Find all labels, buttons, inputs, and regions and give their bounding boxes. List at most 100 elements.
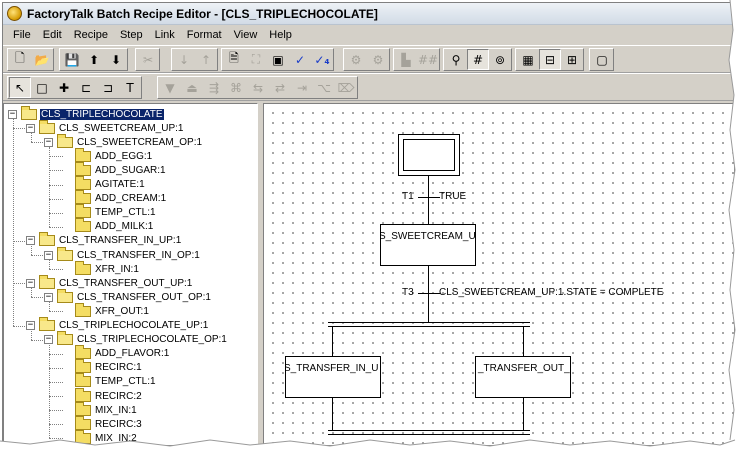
tree-item[interactable]: −CLS_TRIPLECHOCOLATE <box>8 105 164 121</box>
insert-loop-icon[interactable]: ⇆ <box>252 80 264 95</box>
arrow-down-icon[interactable]: ↓ <box>178 52 190 67</box>
tree-item[interactable]: AGITATE:1 <box>62 176 146 192</box>
tree-item-label: XFR_IN:1 <box>95 263 139 275</box>
menu-link[interactable]: Link <box>154 29 175 41</box>
insert-toolbar-group: ▼ ⏏ ⇶ ⌘ ⇆ ⇄ ⇥ ⌥ ⌦ <box>157 76 358 99</box>
tree-item[interactable]: ADD_FLAVOR:1 <box>62 345 170 361</box>
step-transfer-out-label: _TRANSFER_OUT_ <box>478 363 570 374</box>
tree-item[interactable]: −CLS_TRANSFER_IN_UP:1 <box>26 232 182 248</box>
collapse-toggle-icon[interactable]: − <box>26 122 35 133</box>
table-icon[interactable]: ▦ <box>522 52 534 67</box>
tree-item[interactable]: −CLS_TRANSFER_OUT_UP:1 <box>26 274 193 290</box>
tree-item[interactable]: RECIRC:2 <box>62 387 143 403</box>
step-transfer-in[interactable]: S_TRANSFER_IN_U <box>285 356 381 398</box>
step-icon[interactable]: ▙ <box>401 52 411 67</box>
step-transfer-out[interactable]: _TRANSFER_OUT_ <box>475 356 571 398</box>
hierarchy-icon[interactable]: ⛶ <box>251 52 261 66</box>
menu-help[interactable]: Help <box>269 29 292 41</box>
tree-item[interactable]: ADD_MILK:1 <box>62 218 154 234</box>
branch-tool-icon[interactable]: ⊐ <box>102 80 114 95</box>
collapse-toggle-icon[interactable]: − <box>26 320 35 330</box>
save-icon[interactable]: 💾 <box>64 52 80 67</box>
server-toolbar-group: ⚙ ⚙ <box>343 48 390 71</box>
menu-file[interactable]: File <box>13 29 31 41</box>
gear-settings-icon[interactable]: ⚙ <box>372 52 384 67</box>
pointer-icon[interactable]: ↖ <box>9 77 31 98</box>
transition-tool-icon[interactable]: ✚ <box>58 80 70 95</box>
transition-t1-bar[interactable] <box>418 197 440 198</box>
tree-item[interactable]: −CLS_SWEETCREAM_OP:1 <box>44 133 203 149</box>
tree-item[interactable]: RECIRC:1 <box>62 359 143 375</box>
tree-spacer <box>62 180 71 189</box>
tree-item[interactable]: RECIRC:3 <box>62 415 143 431</box>
collapse-toggle-icon[interactable]: − <box>44 136 53 147</box>
insert-jump-icon[interactable]: ⇄ <box>274 80 286 95</box>
tree-item[interactable]: ADD_CREAM:1 <box>62 190 167 206</box>
insert-parallel-icon[interactable]: ⇶ <box>208 80 220 95</box>
folder-icon <box>75 387 91 402</box>
insert-after-icon[interactable]: ⏏ <box>186 80 198 95</box>
tree-item[interactable]: MIX_IN:2 <box>62 429 138 445</box>
gear-icon[interactable]: ⚙ <box>350 52 362 67</box>
tree-item[interactable]: ADD_SUGAR:1 <box>62 161 167 177</box>
new-icon[interactable]: 🗋 <box>15 51 25 65</box>
hash-icon[interactable]: ## <box>417 52 439 67</box>
step-tool-icon[interactable]: □ <box>36 80 48 95</box>
collapse-toggle-icon[interactable]: − <box>44 249 53 260</box>
cut-icon[interactable]: ✂ <box>142 52 154 67</box>
transition-t3-bar[interactable] <box>418 293 440 294</box>
magnify-icon[interactable]: ⚲ <box>451 52 461 67</box>
menu-format[interactable]: Format <box>186 29 222 41</box>
menu-recipe[interactable]: Recipe <box>73 29 108 41</box>
tree-item[interactable]: −CLS_TRIPLECHOCOLATE_UP:1 <box>26 317 209 333</box>
tree-item[interactable]: TEMP_CTL:1 <box>62 373 157 389</box>
tree-connector <box>49 184 63 186</box>
tree-item[interactable]: MIX_IN:1 <box>62 401 138 417</box>
link-tool-icon[interactable]: ⊏ <box>80 80 92 95</box>
step-transfer-in-label: S_TRANSFER_IN_U <box>285 363 379 374</box>
import-icon[interactable]: ⬇ <box>110 52 122 67</box>
recipe-tree[interactable]: −CLS_TRIPLECHOCOLATE−CLS_SWEETCREAM_UP:1… <box>3 103 258 445</box>
tree-item-label: TEMP_CTL:1 <box>95 207 156 219</box>
window-icon[interactable]: ▢ <box>596 52 608 67</box>
collapse-toggle-icon[interactable]: − <box>44 291 53 302</box>
collapse-toggle-icon[interactable]: − <box>26 277 35 288</box>
insert-end-icon[interactable]: ⇥ <box>296 80 308 95</box>
split-view-icon[interactable]: ⊟ <box>539 49 561 70</box>
sfc-view-icon[interactable]: ⊞ <box>566 52 578 67</box>
check-all-icon[interactable]: ✓₄ <box>314 52 330 67</box>
collapse-toggle-icon[interactable]: − <box>26 235 35 246</box>
title-bar[interactable]: FactoryTalk Batch Recipe Editor - [CLS_T… <box>3 3 734 25</box>
insert-alt-icon[interactable]: ⌘ <box>230 80 242 95</box>
initial-step[interactable] <box>398 134 460 176</box>
insert-merge-icon[interactable]: ⌦ <box>337 80 355 95</box>
tree-item[interactable]: XFR_OUT:1 <box>62 302 150 318</box>
tree-item[interactable]: −CLS_TRANSFER_OUT_OP:1 <box>44 288 212 304</box>
insert-branch-icon[interactable]: ⌥ <box>317 80 331 95</box>
zoom-fit-icon[interactable]: ⊚ <box>494 52 506 67</box>
step-sweetcream[interactable]: S_SWEETCREAM_U <box>380 224 476 266</box>
tree-item[interactable]: TEMP_CTL:1 <box>62 204 157 220</box>
menu-view[interactable]: View <box>233 29 258 41</box>
collapse-toggle-icon[interactable]: − <box>44 334 53 345</box>
tree-item[interactable]: ADD_EGG:1 <box>62 147 153 163</box>
menu-step[interactable]: Step <box>119 29 143 41</box>
insert-step-icon[interactable]: ▼ <box>165 80 175 95</box>
tree-item[interactable]: −CLS_TRIPLECHOCOLATE_OP:1 <box>44 331 228 347</box>
sfc-canvas[interactable]: T1 TRUE S_SWEETCREAM_U T3 CLS_SWEETCREAM… <box>263 103 734 445</box>
text-tool-icon[interactable]: T <box>126 80 134 95</box>
check-icon[interactable]: ✓ <box>294 52 306 67</box>
grid-icon[interactable]: # <box>467 49 489 70</box>
verify-icon[interactable]: ▣ <box>272 52 284 67</box>
open-icon[interactable]: 📂 <box>34 52 50 67</box>
tree-item[interactable]: −CLS_SWEETCREAM_UP:1 <box>26 119 184 135</box>
export-icon[interactable]: ⬆ <box>88 52 100 67</box>
document-icon[interactable]: 🗎 <box>229 51 239 65</box>
collapse-toggle-icon[interactable]: − <box>8 108 17 119</box>
tree-item[interactable]: −CLS_TRANSFER_IN_OP:1 <box>44 246 201 262</box>
menu-edit[interactable]: Edit <box>42 29 62 41</box>
pane-splitter[interactable] <box>258 103 263 445</box>
arrow-up-icon[interactable]: ↑ <box>200 52 212 67</box>
link-line <box>523 327 524 356</box>
tree-item[interactable]: XFR_IN:1 <box>62 260 140 276</box>
